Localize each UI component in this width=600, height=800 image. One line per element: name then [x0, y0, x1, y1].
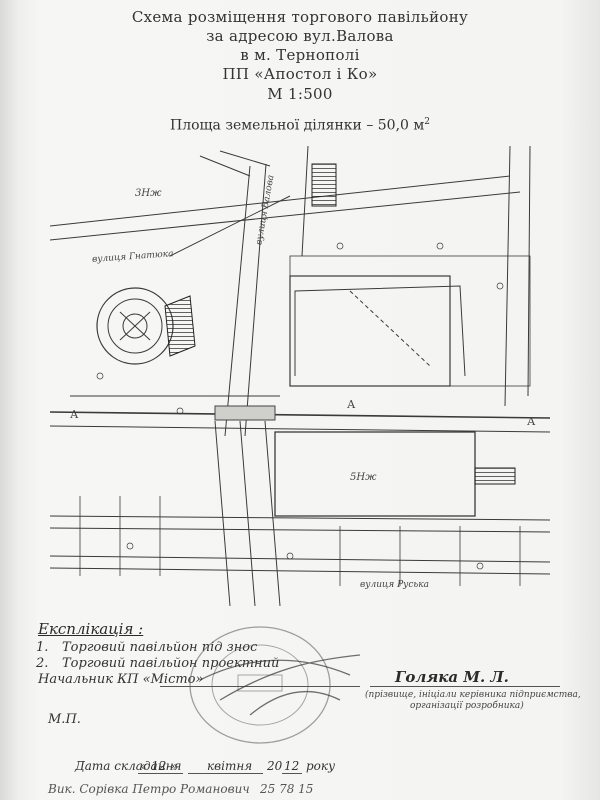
map-marker [286, 552, 294, 560]
title-line-1: Схема розміщення торгового павільйону [131, 8, 469, 26]
monument-circle-inner [122, 313, 148, 339]
map-line [49, 567, 551, 575]
map-line [119, 311, 151, 341]
date-day-underline [138, 773, 183, 774]
signature-scribble [199, 654, 360, 716]
map-building-5n: 5Нж [350, 472, 377, 483]
map-line [264, 420, 281, 607]
plot-area-label: Площа земельної ділянки – 50,0 м2 [0, 117, 600, 134]
chief-label: Начальник КП «Місто» [38, 672, 204, 687]
map-line [239, 420, 256, 607]
building-outline [289, 275, 451, 387]
date-suffix: року [306, 759, 336, 773]
map-section-a-middle: А [347, 398, 356, 411]
scale-label: М 1:500 [267, 85, 333, 103]
map-line [49, 515, 551, 521]
explication-item-1-number: 1. [36, 640, 49, 655]
map-marker [96, 372, 104, 380]
map-marker [336, 242, 344, 250]
map-section-a-left: А [70, 408, 79, 421]
monument-circle-middle [107, 298, 163, 354]
title-line-4: ПП «Апостол і Ко» [222, 65, 378, 83]
hatched-stairs-top [311, 163, 337, 207]
explication-item-2: Торговий павільйон проектний [62, 656, 280, 671]
pavilion-project-outline [214, 405, 276, 421]
explication-item-1: Торговий павільйон під знос [62, 640, 258, 655]
name-underline [370, 686, 560, 687]
title-line-3: в м. Тернополі [240, 46, 360, 64]
date-year: 12 [284, 759, 300, 773]
stamp-inner-ring [211, 644, 309, 726]
executor-name: Вик. Сорівка Петро Романович [48, 782, 250, 796]
date-month: квітня [207, 759, 253, 773]
map-line [301, 145, 309, 257]
explication-item-2-number: 2. [36, 656, 49, 671]
hatched-stairs-right [474, 467, 516, 485]
signature-line [160, 686, 360, 687]
map-line [49, 425, 551, 433]
map-line [49, 555, 551, 563]
executor-phone: 25 78 15 [260, 782, 314, 796]
map-line [49, 411, 551, 419]
map-line [49, 191, 521, 241]
block-outline [289, 255, 531, 387]
chief-name: Голяка М. Л. [395, 668, 509, 686]
date-year-prefix: 20 [267, 759, 283, 773]
date-year-underline [282, 773, 302, 774]
official-stamp [189, 626, 360, 744]
map-line [224, 165, 251, 437]
map-marker [436, 242, 444, 250]
title-line-2: за адресою вул.Валова [206, 27, 394, 45]
map-marker [496, 282, 504, 290]
map-marker [176, 407, 184, 415]
pavilion-existing-hatched [164, 295, 196, 357]
stamp-place-label: М.П. [48, 712, 81, 727]
map-section-a-right: А [527, 415, 536, 428]
map-line [49, 527, 551, 533]
map-line [219, 150, 271, 167]
name-caption-1: (прізвище, ініціали керівника підприємст… [365, 690, 581, 700]
map-line [169, 195, 291, 257]
explication-title: Експлікація : [38, 620, 144, 638]
date-day: « 12 » [140, 759, 178, 773]
map-line [294, 285, 466, 377]
map-marker [126, 542, 134, 550]
name-caption-2: організації розробника) [410, 701, 524, 711]
site-plan-map [49, 145, 551, 607]
map-building-3n: 3Нж [135, 188, 162, 199]
map-line [504, 145, 511, 407]
date-month-underline [188, 773, 263, 774]
map-marker [476, 562, 484, 570]
map-line [527, 145, 531, 397]
stamp-center-box [237, 674, 283, 692]
map-street-ruska: вулиця Руська [360, 580, 430, 590]
map-line [214, 420, 231, 607]
stamp-outer-ring [189, 626, 331, 744]
plot-area-text: Площа земельної ділянки – 50,0 м [169, 117, 425, 134]
map-line [199, 155, 251, 177]
plot-area-unit-superscript: 2 [424, 117, 431, 127]
date-label: Дата складання [75, 759, 182, 773]
map-line [349, 290, 431, 367]
